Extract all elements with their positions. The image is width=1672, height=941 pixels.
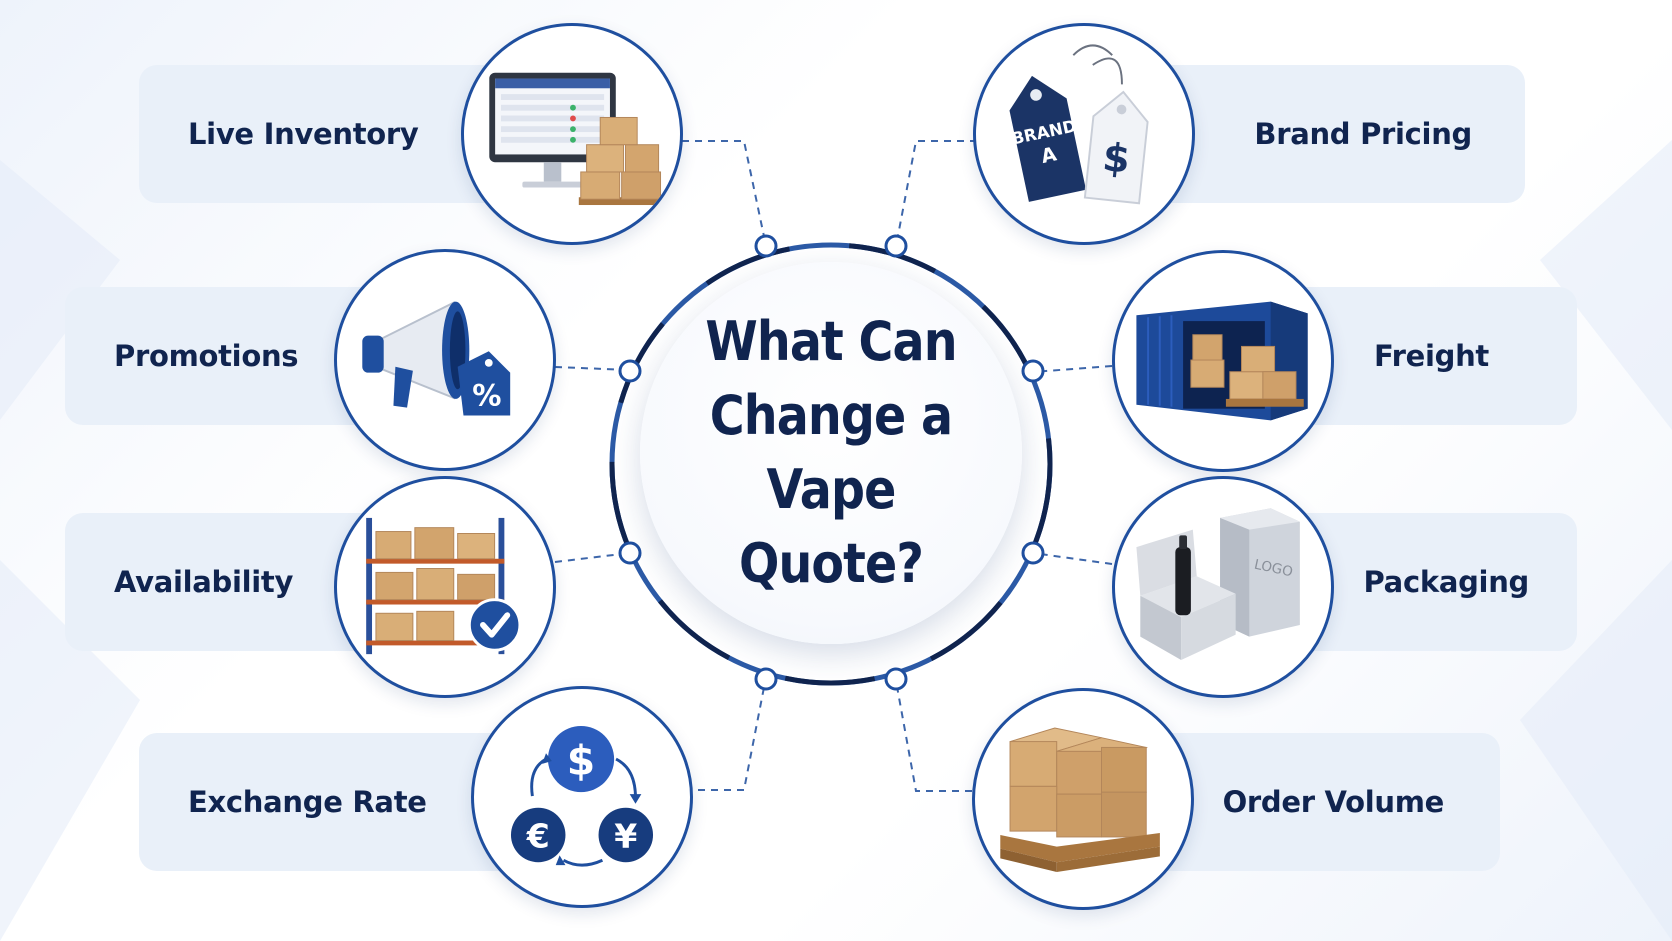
megaphone-with-percent-tag-icon: % bbox=[334, 249, 556, 471]
ring-node-8 bbox=[884, 667, 908, 691]
ring-node-3 bbox=[618, 359, 642, 383]
product-packaging-box-icon: LOGO bbox=[1112, 476, 1334, 698]
pill-brand-pricing: Brand Pricing bbox=[1130, 65, 1525, 203]
diagram-title: What Can Change a Vape Quote? bbox=[705, 310, 957, 595]
label-availability: Availability bbox=[114, 565, 294, 599]
connector-freight bbox=[1032, 365, 1113, 373]
ring-node-7 bbox=[754, 667, 778, 691]
label-exchange-rate: Exchange Rate bbox=[188, 785, 427, 819]
currency-exchange-icon: $ € ¥ bbox=[471, 686, 693, 908]
warehouse-shelves-with-checkmark-icon bbox=[334, 476, 556, 698]
connector-order-volume bbox=[895, 680, 972, 792]
ring-node-6 bbox=[1021, 541, 1045, 565]
connector-exchange-rate bbox=[685, 676, 767, 791]
pallet-of-boxes-icon bbox=[972, 688, 1194, 910]
tag-brand-letter-text: A bbox=[1039, 142, 1059, 168]
connector-packaging bbox=[1032, 552, 1113, 565]
label-order-volume: Order Volume bbox=[1222, 785, 1445, 819]
percent-text: % bbox=[472, 379, 501, 413]
ring-nodes bbox=[618, 234, 1045, 691]
computer-with-boxes-icon bbox=[461, 23, 683, 245]
center-disc: What Can Change a Vape Quote? bbox=[640, 262, 1022, 644]
label-live-inventory: Live Inventory bbox=[188, 117, 419, 151]
ring-node-2 bbox=[884, 234, 908, 258]
outer-ring-accent bbox=[609, 242, 1053, 686]
brand-price-tags-icon: BRAND A $ bbox=[973, 23, 1195, 245]
label-freight: Freight bbox=[1373, 339, 1489, 373]
label-packaging: Packaging bbox=[1363, 565, 1530, 599]
yen-text: ¥ bbox=[614, 817, 637, 856]
ring-node-5 bbox=[618, 541, 642, 565]
dollar-text: $ bbox=[567, 737, 595, 785]
tag-dollar-text: $ bbox=[1101, 135, 1133, 183]
euro-text: € bbox=[526, 817, 550, 856]
label-promotions: Promotions bbox=[114, 339, 299, 373]
connector-live-inventory bbox=[630, 140, 767, 247]
ring-node-4 bbox=[1021, 359, 1045, 383]
label-brand-pricing: Brand Pricing bbox=[1254, 117, 1472, 151]
ring-node-1 bbox=[754, 234, 778, 258]
logo-text: LOGO bbox=[1253, 557, 1295, 581]
shipping-container-icon bbox=[1112, 250, 1334, 472]
